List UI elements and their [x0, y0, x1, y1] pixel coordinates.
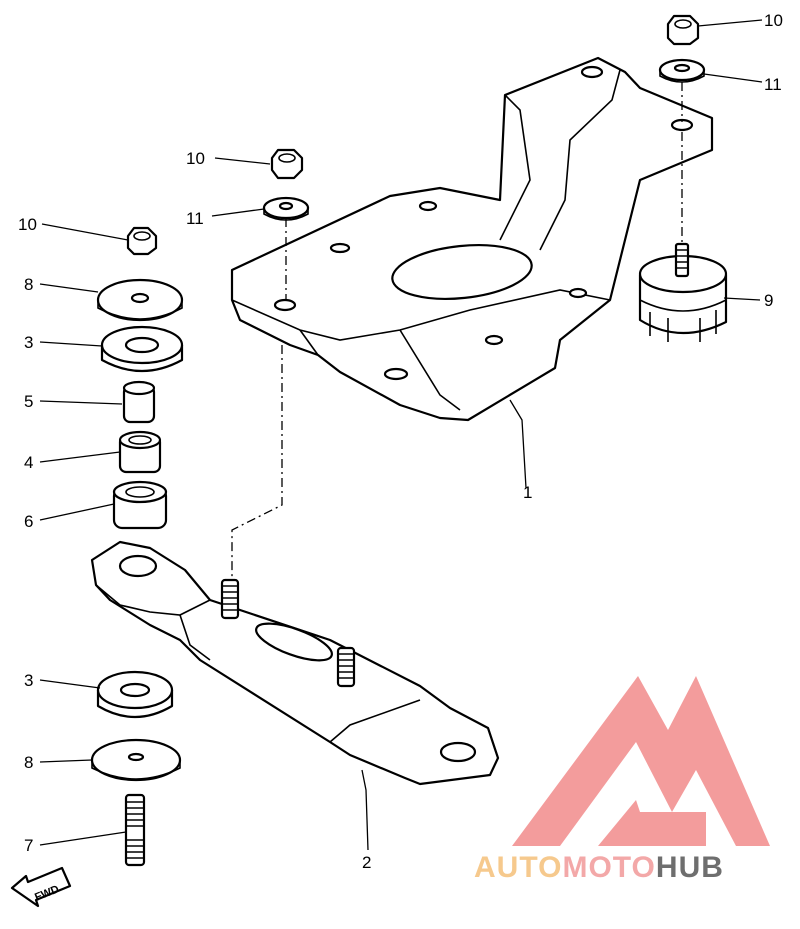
callout-8-bottom: 8 — [24, 753, 33, 772]
rubber-mount-part-9 — [638, 242, 728, 342]
callout-numbers: 1 2 3 3 4 5 6 7 8 8 9 10 10 10 11 11 — [18, 11, 783, 872]
nut-part-10-left — [126, 226, 158, 256]
bushing-part-4 — [118, 430, 162, 474]
nut-part-10-middle — [270, 148, 304, 180]
watermark-auto: AUTO — [474, 851, 562, 884]
callout-2: 2 — [362, 853, 371, 872]
automotohub-watermark: AUTOMOTOHUB — [474, 676, 770, 884]
collar-part-3-top — [100, 325, 184, 373]
sleeve-part-5 — [122, 380, 156, 424]
washer-part-8-top — [96, 278, 184, 322]
watermark-moto: MOTO — [562, 851, 655, 884]
callout-11-middle: 11 — [186, 209, 204, 228]
callout-8-top: 8 — [24, 275, 33, 294]
callout-10-left: 10 — [18, 215, 37, 234]
stud-bolt-part-7 — [124, 793, 146, 867]
callout-10-middle: 10 — [186, 149, 205, 168]
watermark-hub: HUB — [656, 851, 724, 884]
callout-9: 9 — [764, 291, 773, 310]
triangle-logo-icon — [512, 676, 770, 846]
callout-6: 6 — [24, 512, 33, 531]
callout-10-right: 10 — [764, 11, 783, 30]
collar-part-3-bottom — [96, 670, 174, 719]
washer-part-11-right — [658, 58, 706, 83]
lower-plate-part-2 — [90, 540, 500, 786]
callout-11-right: 11 — [764, 75, 782, 94]
callout-5: 5 — [24, 392, 33, 411]
callout-3-bottom: 3 — [24, 671, 33, 690]
callout-7: 7 — [24, 836, 33, 855]
nut-part-10-right — [666, 14, 700, 46]
bushing-part-6 — [112, 480, 168, 530]
callout-1: 1 — [523, 483, 532, 502]
leader-lines — [39, 19, 763, 851]
washer-part-8-bottom — [90, 738, 182, 782]
assembly-center-lines — [231, 82, 683, 580]
upper-bracket-part-1 — [230, 56, 714, 422]
svg-text:AUTOMOTOHUB: AUTOMOTOHUB — [474, 851, 724, 884]
callout-3-top: 3 — [24, 333, 33, 352]
callout-4: 4 — [24, 453, 33, 472]
forward-direction-arrow: FWD — [10, 866, 72, 908]
washer-part-11-middle — [262, 196, 310, 221]
